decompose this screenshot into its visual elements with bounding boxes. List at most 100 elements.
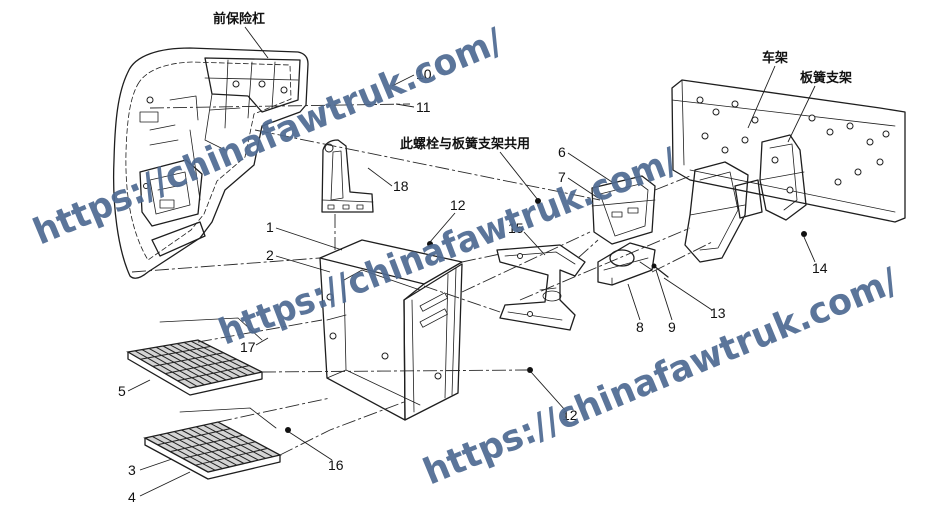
step-box-assembly <box>319 239 463 421</box>
callout-4: 4 <box>128 489 136 505</box>
bumper-hole <box>232 80 240 88</box>
bolt-shared <box>535 198 541 204</box>
plate-mesh-line <box>190 340 256 375</box>
bolt-13 <box>653 265 669 278</box>
step-box-hole <box>434 372 442 380</box>
frame-hole <box>846 122 854 130</box>
callout-15: 15 <box>508 220 524 236</box>
frame-hole <box>696 96 704 104</box>
plate-mesh-line <box>210 423 274 458</box>
step-plate-upper-thickness <box>127 351 263 396</box>
leader-14 <box>803 236 816 263</box>
step-box-hole <box>329 332 337 340</box>
frame-hole <box>721 146 729 154</box>
bolt-12-lower <box>527 367 533 373</box>
frame-hole <box>808 114 816 122</box>
callout-7: 7 <box>558 169 566 185</box>
assembly-line <box>461 231 591 293</box>
callout-2: 2 <box>266 247 274 263</box>
bracket-18-slot <box>342 204 350 210</box>
plate-mesh-line <box>173 431 238 466</box>
step-box-front-panel <box>403 263 463 421</box>
assembly-line <box>261 369 529 373</box>
bolt-14 <box>801 231 807 237</box>
plate-mesh-line <box>155 346 220 383</box>
frame-hanger <box>684 161 763 263</box>
leader-leaf-spring-bracket <box>787 85 816 143</box>
plate-mesh-line <box>182 441 256 459</box>
step-box-hole <box>326 293 334 301</box>
bracket-8-9 <box>597 242 656 286</box>
bolt-12-upper <box>427 241 433 247</box>
frame-rail-flange <box>671 79 896 213</box>
bumper-cross-members <box>204 59 299 151</box>
callout-9: 9 <box>668 319 676 335</box>
bracket-6-7-slot <box>611 211 623 218</box>
bracket-18 <box>321 139 374 213</box>
step-box-slot-row <box>419 308 448 328</box>
bumper-outline <box>113 47 309 279</box>
leader-shared-bolt <box>499 151 539 201</box>
assembly-line <box>254 129 601 201</box>
assembly-line <box>149 103 411 109</box>
bumper-inner-contour <box>125 61 292 261</box>
callout-1: 1 <box>266 219 274 235</box>
step-plate-lower-thickness <box>144 437 281 480</box>
bumper-hole <box>280 86 288 94</box>
label-frame: 车架 <box>762 50 788 66</box>
leader-frame <box>747 65 776 129</box>
bolt-8-9 <box>639 261 653 271</box>
plate-mesh-line <box>176 343 241 378</box>
leader-5 <box>127 379 151 392</box>
front-bumper <box>113 47 309 279</box>
leader-13 <box>663 277 713 311</box>
assembly-line <box>577 239 599 259</box>
frame-hole <box>826 128 834 136</box>
callout-10: 10 <box>416 66 432 82</box>
leader-10 <box>391 74 415 87</box>
bumper-step-bracket <box>139 159 203 227</box>
frame-hole <box>866 138 874 146</box>
step-box-slot-row <box>419 292 448 312</box>
plate-mesh-line <box>162 345 227 381</box>
assembly-line <box>519 227 691 301</box>
bracket-15-hole <box>517 253 523 259</box>
callout-11: 11 <box>416 99 431 115</box>
frame-hole <box>751 116 759 124</box>
labels: 前保险杠 车架 板簧支架 此螺栓与板簧支架共用 1 2 3 4 5 6 7 8 … <box>118 11 852 505</box>
step-plate-lower-frame <box>179 407 277 429</box>
leader-2 <box>275 255 331 273</box>
frame-hole <box>876 158 884 166</box>
callout-13: 13 <box>710 305 726 321</box>
callout-12-lower: 12 <box>562 407 578 423</box>
step-box-side-flange <box>444 267 457 399</box>
bumper-step-bracket-detail <box>149 171 191 215</box>
watermarks: https://chinafawtruk.com/ https://chinaf… <box>28 21 905 494</box>
frame-hole <box>701 132 709 140</box>
callout-17: 17 <box>240 339 256 355</box>
step-box-hole <box>381 352 389 360</box>
frame-hanger-detail <box>689 171 746 251</box>
bumper-lower-lip <box>151 221 206 257</box>
plate-mesh-line <box>203 424 266 459</box>
step-plate-lower <box>143 407 282 480</box>
plate-mesh-line <box>134 350 198 387</box>
plate-mesh-line <box>140 345 211 360</box>
bracket-18-slot <box>327 204 335 210</box>
bracket-15-inner <box>504 251 576 321</box>
label-leaf-spring-bracket: 板簧支架 <box>800 70 852 86</box>
bumper-hole <box>143 183 149 189</box>
plate-mesh-line <box>170 434 243 453</box>
assembly-line <box>423 285 501 313</box>
frame-hole <box>741 136 749 144</box>
leader-1 <box>275 227 343 251</box>
bumper-slot <box>159 199 175 209</box>
frame-rail-outline <box>671 79 906 223</box>
plate-mesh-line <box>157 428 231 446</box>
label-front-bumper: 前保险杠 <box>213 11 265 27</box>
leader-12-lower <box>530 371 566 411</box>
bracket-18-outline <box>321 139 374 213</box>
assembly-line <box>651 241 713 273</box>
leader-18 <box>367 167 393 187</box>
frame-hanger-outline <box>684 161 749 263</box>
